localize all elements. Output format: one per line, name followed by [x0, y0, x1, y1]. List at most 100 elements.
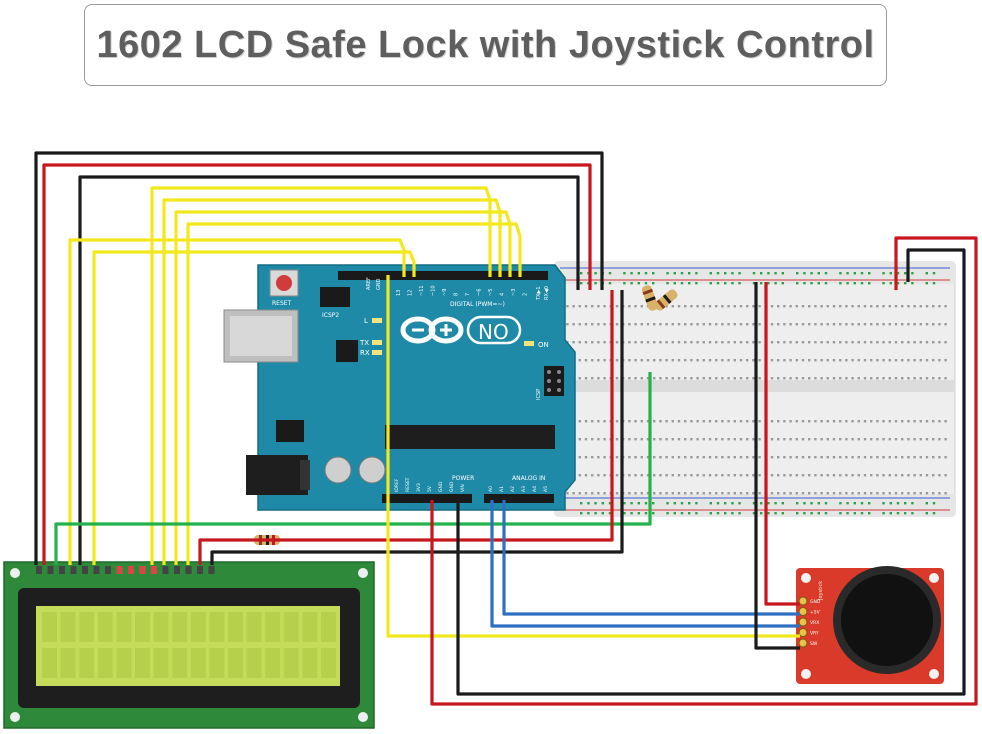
lcd-cell: [321, 612, 336, 642]
rail-hole: [803, 502, 806, 505]
breadboard-hole: [659, 420, 662, 423]
rail-hole: [652, 272, 655, 275]
breadboard-hole: [832, 323, 836, 326]
breadboard-hole: [777, 474, 780, 477]
breadboard-hole: [733, 438, 736, 441]
breadboard-hole: [783, 492, 786, 495]
breadboard-hole: [752, 438, 755, 441]
breadboard-hole: [584, 438, 588, 441]
rail-hole: [889, 282, 892, 285]
rail-hole: [925, 272, 928, 275]
diagram-title: 1602 LCD Safe Lock with Joystick Control: [96, 23, 875, 66]
breadboard-hole: [820, 359, 823, 362]
breadboard-hole: [671, 456, 674, 459]
breadboard-hole: [919, 492, 922, 495]
rail-hole: [666, 272, 669, 275]
breadboard-hole: [808, 420, 811, 423]
lcd-cell: [246, 612, 262, 642]
breadboard-hole: [888, 359, 891, 362]
breadboard-hole: [578, 305, 581, 308]
lcd-1602: [3, 561, 375, 729]
rail-hole: [637, 282, 640, 285]
breadboard-hole: [919, 359, 922, 362]
rail-hole: [623, 282, 626, 285]
breadboard-hole: [795, 474, 798, 477]
breadboard-hole: [826, 341, 829, 344]
breadboard-hole: [578, 341, 581, 344]
lcd-character-grid: [42, 612, 336, 678]
breadboard-hole: [659, 438, 662, 441]
rail-hole: [846, 502, 849, 505]
breadboard-hole: [863, 438, 867, 441]
breadboard-hole: [901, 305, 904, 308]
rail-hole: [760, 512, 763, 515]
icsp2-label: ICSP2: [322, 312, 339, 319]
breadboard-hole: [640, 323, 643, 326]
rx-label: RX: [360, 349, 370, 357]
breadboard-hole: [944, 420, 947, 423]
breadboard-hole: [746, 420, 749, 423]
breadboard-hole: [944, 377, 947, 380]
breadboard-hole: [901, 323, 904, 326]
red-wire: [764, 282, 800, 606]
breadboard-hole: [839, 305, 842, 308]
rail-hole: [580, 512, 583, 515]
lcd-cell: [209, 612, 225, 642]
breadboard-hole: [919, 377, 922, 380]
breadboard-hole: [839, 323, 842, 326]
breadboard-hole: [826, 492, 829, 495]
digital-label: DIGITAL (PWM=~): [450, 301, 505, 308]
breadboard-hole: [808, 377, 811, 380]
breadboard-hole: [932, 456, 935, 459]
breadboard-hole: [746, 438, 749, 441]
breadboard-hole: [584, 456, 588, 459]
arduino-logo-icon: [400, 316, 464, 344]
breadboard-hole: [702, 323, 705, 326]
breadboard-hole: [777, 341, 780, 344]
breadboard-hole: [665, 377, 668, 380]
breadboard-hole: [901, 474, 904, 477]
breadboard-hole: [696, 305, 699, 308]
rail-hole: [781, 282, 784, 285]
breadboard-hole: [919, 456, 922, 459]
rail-hole: [810, 272, 813, 275]
black-wire: [754, 282, 800, 650]
breadboard-hole: [795, 323, 798, 326]
rail-hole: [738, 282, 741, 285]
breadboard-hole: [882, 456, 885, 459]
breadboard-hole: [690, 474, 693, 477]
breadboard-hole: [708, 474, 712, 477]
breadboard-hole: [901, 377, 904, 380]
breadboard-hole: [671, 359, 674, 362]
breadboard-hole: [839, 474, 842, 477]
rail-hole: [594, 512, 597, 515]
breadboard-hole: [640, 474, 643, 477]
lcd-pin: [174, 566, 180, 574]
breadboard-hole: [795, 492, 798, 495]
breadboard-hole: [715, 438, 718, 441]
rail-hole: [608, 502, 612, 505]
digital-pin-label: 2: [523, 293, 529, 296]
rail-hole: [889, 502, 892, 505]
breadboard-hole: [801, 323, 805, 326]
rail-hole: [738, 502, 741, 505]
breadboard-hole: [857, 305, 860, 308]
lcd-pin: [197, 566, 203, 574]
breadboard-hole: [578, 323, 581, 326]
breadboard-hole: [820, 377, 823, 380]
breadboard-hole: [913, 492, 916, 495]
breadboard-hole: [901, 456, 904, 459]
breadboard-hole: [677, 492, 681, 495]
breadboard-hole: [913, 341, 916, 344]
breadboard-hole: [665, 438, 668, 441]
breadboard-hole: [733, 456, 736, 459]
breadboard-hole: [603, 456, 606, 459]
breadboard-hole: [640, 492, 643, 495]
breadboard-hole: [684, 456, 687, 459]
breadboard-hole: [770, 359, 774, 362]
rail-hole: [623, 502, 626, 505]
breadboard-hole: [894, 323, 898, 326]
rail-hole: [911, 502, 914, 505]
breadboard-hole: [708, 341, 712, 344]
breadboard-hole: [832, 492, 836, 495]
